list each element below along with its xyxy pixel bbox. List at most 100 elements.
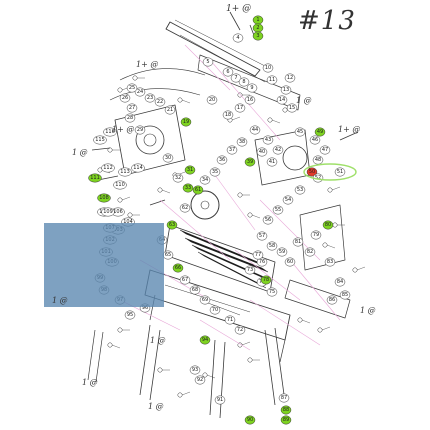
callout-label: 90 xyxy=(247,417,253,423)
callout-label: 23 xyxy=(147,95,153,101)
callout-label: 51 xyxy=(337,169,343,175)
callout-label: 24 xyxy=(137,89,143,95)
callout-label: 4 xyxy=(236,35,239,41)
callout-label: 43 xyxy=(265,137,271,143)
callout-67: 67 xyxy=(179,275,191,285)
callout-label: 63 xyxy=(169,222,175,228)
callout-39: 39 xyxy=(244,157,256,167)
callout-31: 31 xyxy=(184,165,196,175)
callout-label: 66 xyxy=(175,265,181,271)
callout-111: 111 xyxy=(88,173,102,183)
callout-84: 84 xyxy=(334,277,346,287)
callout-label: 54 xyxy=(285,197,291,203)
callout-27: 27 xyxy=(126,103,138,113)
callout-label: 65 xyxy=(165,252,171,258)
callout-label: 83 xyxy=(327,259,333,265)
callout-label: 47 xyxy=(322,147,328,153)
handwritten-mark: 1 @ xyxy=(52,296,68,305)
callout-label: 60 xyxy=(287,259,293,265)
callout-72: 72 xyxy=(234,325,246,335)
page-number: #13 xyxy=(298,6,356,36)
callout-1: 1 xyxy=(252,15,264,25)
callout-label: 30 xyxy=(165,155,171,161)
callout-28: 28 xyxy=(124,113,136,123)
highlight-ellipse xyxy=(303,163,357,181)
callout-label: 45 xyxy=(297,129,303,135)
callout-label: 61 xyxy=(195,187,201,193)
callout-label: 84 xyxy=(337,279,343,285)
callout-label: 92 xyxy=(197,377,203,383)
callout-label: 109 xyxy=(103,209,113,215)
callout-label: 76 xyxy=(259,259,265,265)
callout-label: 110 xyxy=(115,182,125,188)
callout-18: 18 xyxy=(222,110,234,120)
callout-85: 85 xyxy=(339,290,351,300)
callout-label: 116 xyxy=(105,129,115,135)
handwritten-mark: 1+ @ xyxy=(338,125,361,134)
callout-79: 79 xyxy=(310,230,322,240)
callout-label: 12 xyxy=(287,75,293,81)
callout-36: 36 xyxy=(216,155,228,165)
callout-label: 73 xyxy=(247,267,253,273)
callout-label: 3 xyxy=(256,33,259,39)
callout-4: 4 xyxy=(232,33,244,43)
callout-43: 43 xyxy=(262,135,274,145)
callout-12: 12 xyxy=(284,73,296,83)
callout-47: 47 xyxy=(319,145,331,155)
callout-56: 56 xyxy=(262,215,274,225)
callout-label: 87 xyxy=(281,395,287,401)
callout-label: 29 xyxy=(137,127,143,133)
callout-label: 115 xyxy=(95,137,105,143)
callout-8: 8 xyxy=(238,77,250,87)
callout-82: 82 xyxy=(304,247,316,257)
callout-label: 37 xyxy=(229,147,235,153)
callout-19: 19 xyxy=(180,117,192,127)
callout-116: 116 xyxy=(103,127,117,137)
callout-label: 111 xyxy=(90,175,100,181)
callout-label: 57 xyxy=(259,233,265,239)
callout-label: 85 xyxy=(342,292,348,298)
callout-86: 86 xyxy=(326,295,338,305)
callout-label: 41 xyxy=(269,159,275,165)
callout-label: 78 xyxy=(263,277,269,283)
callout-15: 15 xyxy=(286,103,298,113)
callout-59: 59 xyxy=(276,247,288,257)
callout-label: 55 xyxy=(275,207,281,213)
callout-label: 10 xyxy=(265,65,271,71)
callout-label: 28 xyxy=(127,115,133,121)
callout-23: 23 xyxy=(144,93,156,103)
callout-label: 1 xyxy=(256,17,259,23)
callout-73: 73 xyxy=(244,265,256,275)
callout-label: 88 xyxy=(283,407,289,413)
callout-40: 40 xyxy=(256,147,268,157)
callout-5: 5 xyxy=(202,57,214,67)
callout-54: 54 xyxy=(282,195,294,205)
callout-label: 44 xyxy=(252,127,258,133)
callout-label: 71 xyxy=(227,317,233,323)
callout-label: 72 xyxy=(237,327,243,333)
callout-label: 95 xyxy=(127,312,133,318)
callout-91: 91 xyxy=(214,395,226,405)
callout-label: 9 xyxy=(250,85,253,91)
handwritten-mark: 1+ @ xyxy=(112,125,135,134)
callout-88: 88 xyxy=(280,405,292,415)
callout-label: 42 xyxy=(275,147,281,153)
callout-29: 29 xyxy=(134,125,146,135)
callout-37: 37 xyxy=(226,145,238,155)
callout-label: 2 xyxy=(256,25,259,31)
callout-label: 94 xyxy=(202,337,208,343)
callout-label: 22 xyxy=(157,99,163,105)
callout-66: 66 xyxy=(172,263,184,273)
callout-label: 36 xyxy=(219,157,225,163)
handwritten-mark: 1 @ xyxy=(82,378,98,387)
callout-label: 69 xyxy=(202,297,208,303)
callout-34: 34 xyxy=(199,175,211,185)
callout-109: 109 xyxy=(101,207,115,217)
callout-55: 55 xyxy=(272,205,284,215)
callout-label: 48 xyxy=(315,157,321,163)
callout-label: 35 xyxy=(212,169,218,175)
callout-14: 14 xyxy=(276,95,288,105)
callout-22: 22 xyxy=(154,97,166,107)
callout-25: 25 xyxy=(126,83,138,93)
